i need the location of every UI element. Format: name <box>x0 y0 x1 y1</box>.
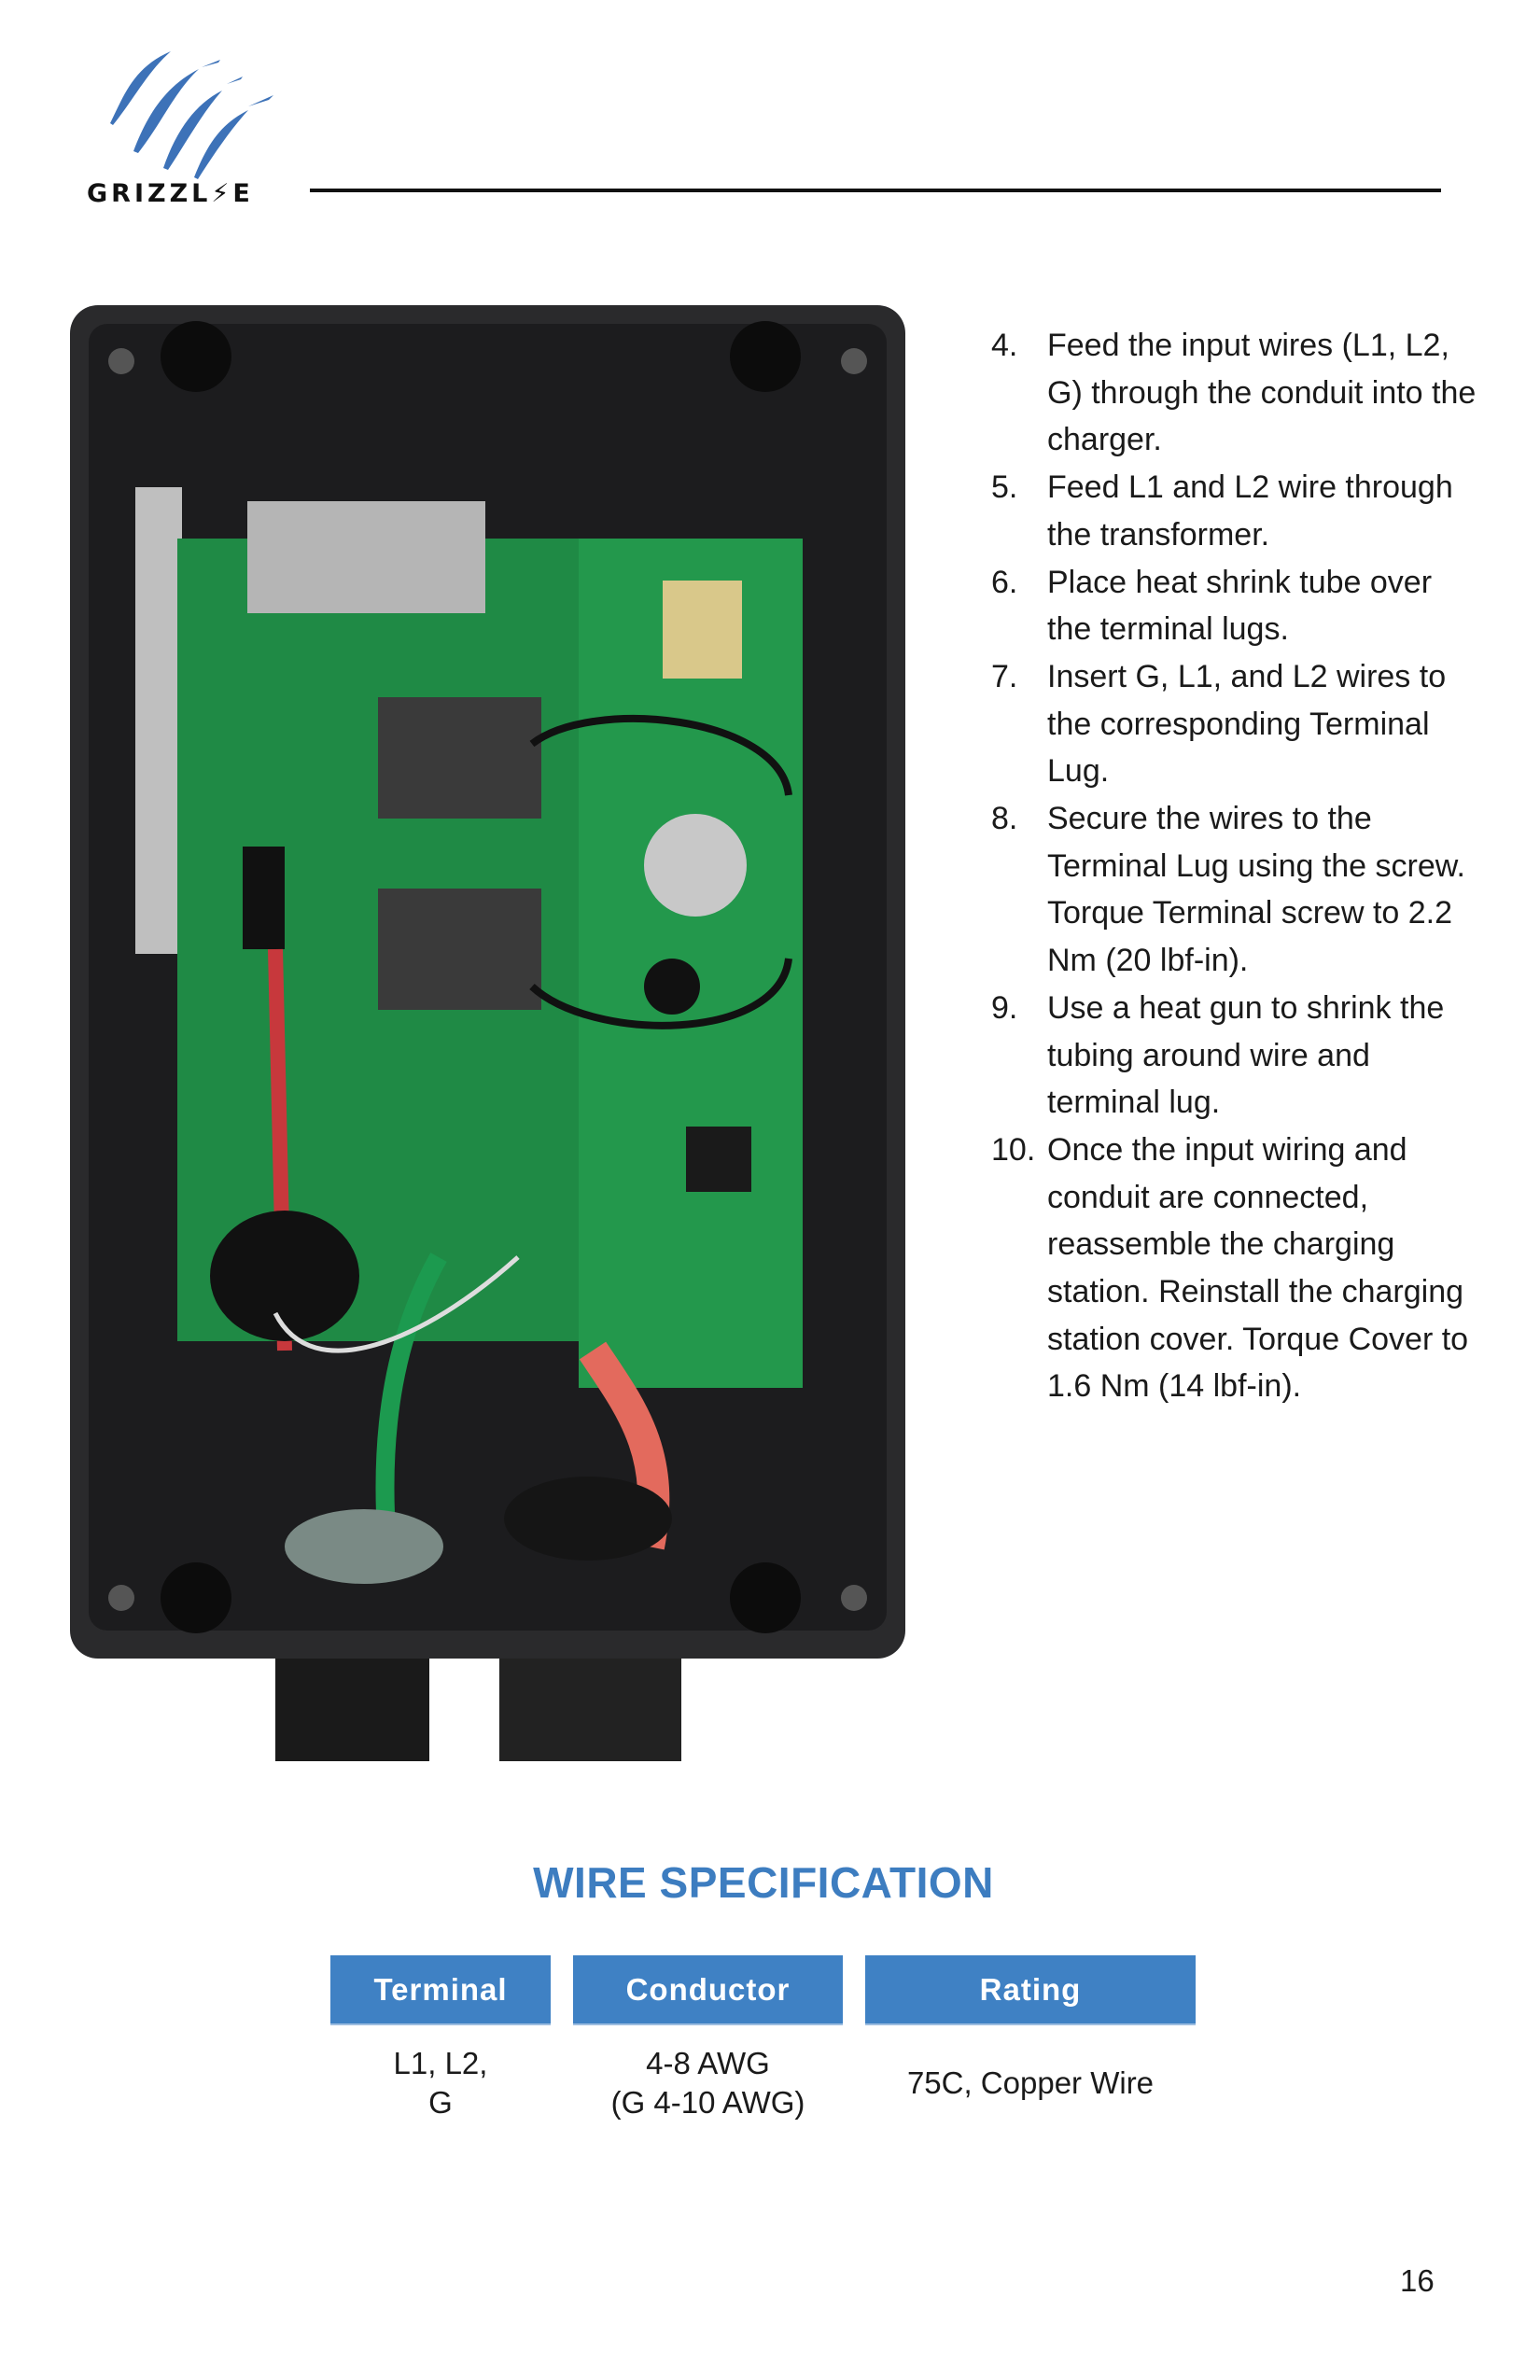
step-text: Insert G, L1, and L2 wires to the corres… <box>1047 658 1447 790</box>
step-number: 5. <box>991 469 1018 506</box>
step-number: 9. <box>991 989 1018 1026</box>
step-number: 8. <box>991 801 1018 837</box>
step-text: Once the input wiring and conduit are co… <box>1047 1131 1469 1405</box>
header-conductor: Conductor <box>573 1955 843 2025</box>
cell-terminal: L1, L2, G <box>330 2044 551 2122</box>
step-text: Feed the input wires (L1, L2, G) through… <box>1047 328 1477 458</box>
cell-rating: 75C, Copper Wire <box>906 2065 1155 2100</box>
grizzle-logo: GRIZZL⚡E <box>82 49 287 212</box>
claw-marks-icon <box>110 51 273 179</box>
step-number: 6. <box>991 564 1018 600</box>
logo-wordmark: GRIZZL⚡E <box>87 179 254 208</box>
step-item: 9. Use a heat gun to shrink the tubing ar… <box>991 985 1477 1127</box>
conductor-line1: 4-8 AWG <box>646 2046 770 2080</box>
step-item: 5. Feed L1 and L2 wire through the transf… <box>991 464 1477 558</box>
step-text: Secure the wires to the Terminal Lug usi… <box>1047 801 1465 979</box>
step-number: 4. <box>991 328 1018 363</box>
installation-steps: 4. Feed the input wires (L1, L2, G) throu… <box>991 322 1477 1410</box>
header-terminal: Terminal <box>330 1955 551 2025</box>
step-number: 7. <box>991 658 1018 694</box>
conductor-line2: (G 4-10 AWG) <box>610 2085 805 2120</box>
header-rating: Rating <box>865 1955 1196 2025</box>
terminal-line2: G <box>428 2085 453 2120</box>
header-divider <box>310 189 1441 192</box>
step-number: 10. <box>991 1131 1036 1168</box>
step-text: Place heat shrink tube over the terminal… <box>1047 564 1433 648</box>
step-text: Use a heat gun to shrink the tubing arou… <box>1047 989 1445 1121</box>
wire-spec-title: WIRE SPECIFICATION <box>533 1858 994 1907</box>
step-item: 8. Secure the wires to the Terminal Lug u… <box>991 795 1477 985</box>
page-number: 16 <box>1400 2263 1435 2298</box>
terminal-line1: L1, L2, <box>393 2046 488 2080</box>
step-item: 6. Place heat shrink tube over the termin… <box>991 559 1477 653</box>
charger-wiring-photo <box>70 305 905 1763</box>
step-item: 7. Insert G, L1, and L2 wires to the corr… <box>991 653 1477 795</box>
cell-conductor: 4-8 AWG (G 4-10 AWG) <box>573 2044 843 2122</box>
step-item: 10. Once the input wiring and conduit are… <box>991 1127 1477 1410</box>
step-text: Feed L1 and L2 wire through the transfor… <box>1047 469 1453 553</box>
step-item: 4. Feed the input wires (L1, L2, G) throu… <box>991 322 1477 464</box>
